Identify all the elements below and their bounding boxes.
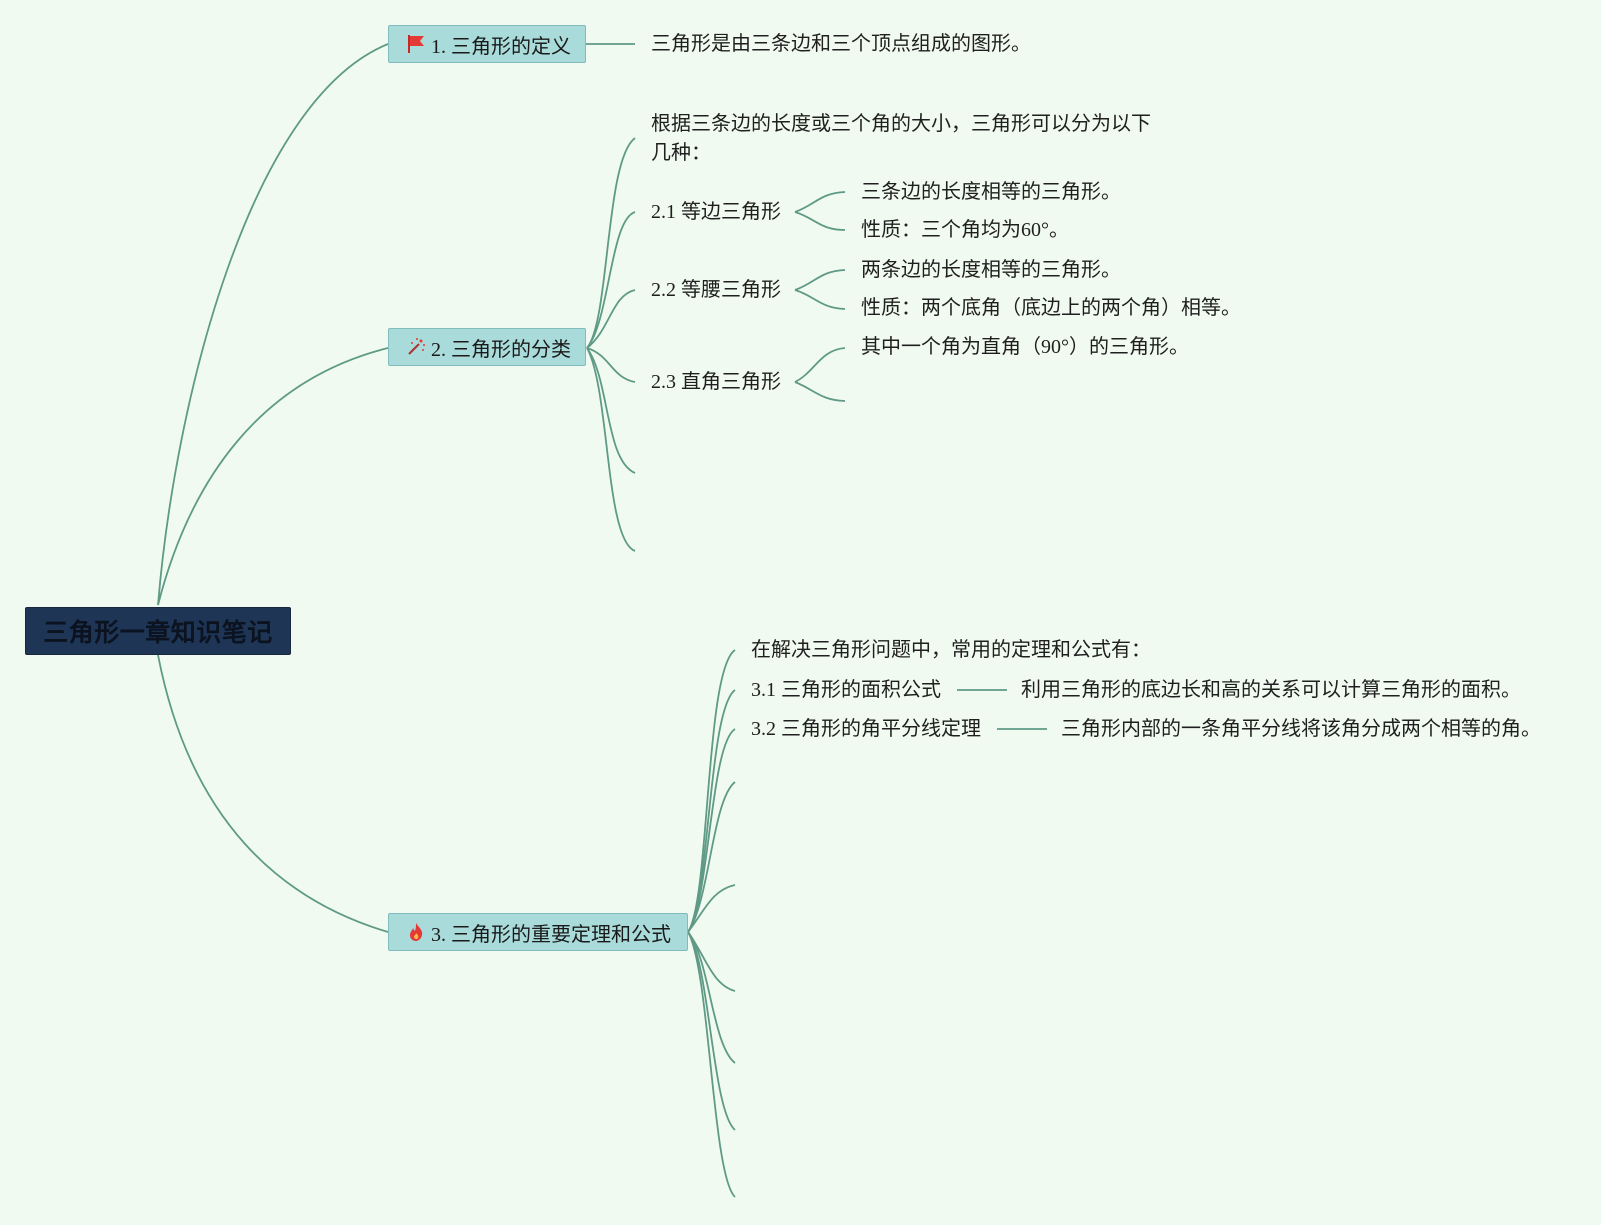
- link-topic2-intro: [586, 137, 636, 349]
- link-root-topic3: [157, 654, 389, 933]
- subtopic-equilateral[interactable]: 2.1 等边三角形: [651, 201, 781, 223]
- isosceles-detail-2[interactable]: 性质：两个底角（底边上的两个角）相等。: [861, 297, 1241, 319]
- topic-theorems[interactable]: 3. 三角形的重要定理和公式: [388, 913, 688, 951]
- link-topic3-3-2: [687, 728, 736, 933]
- link-2-1-detail-2: [794, 211, 846, 231]
- isosceles-detail-1[interactable]: 两条边的长度相等的三角形。: [861, 259, 1121, 281]
- link-topic2-2-1: [586, 211, 636, 349]
- right-detail-1[interactable]: 其中一个角为直角（90°）的三角形。: [861, 336, 1189, 358]
- link-root-topic2: [157, 347, 389, 606]
- link-topic2-2-3: [586, 347, 636, 383]
- red-flag-icon: [405, 33, 427, 55]
- equilateral-detail-1[interactable]: 三条边的长度相等的三角形。: [861, 181, 1121, 203]
- link-topic2-empty-1: [586, 347, 636, 474]
- angle-bisector-detail[interactable]: 三角形内部的一条角平分线将该角分成两个相等的角。: [1061, 718, 1541, 740]
- root-node[interactable]: 三角形一章知识笔记: [25, 607, 291, 655]
- classification-intro[interactable]: 根据三条边的长度或三个角的大小，三角形可以分为以下几种：: [651, 113, 1151, 164]
- link-topic2-empty-2: [586, 347, 636, 552]
- link-topic2-2-2: [586, 289, 636, 349]
- topic-classification[interactable]: 2. 三角形的分类: [388, 328, 586, 366]
- link-topic3-empty-6: [687, 931, 736, 1198]
- link-2-3-detail-1: [794, 347, 846, 383]
- topic-label: 3. 三角形的重要定理和公式: [431, 923, 671, 946]
- link-topic3-empty-3: [687, 931, 736, 992]
- topic-label: 2. 三角形的分类: [431, 338, 571, 361]
- link-topic3-empty-4: [687, 931, 736, 1064]
- link-topic3-empty-5: [687, 931, 736, 1131]
- link-topic3-empty-2: [687, 884, 736, 933]
- link-2-1-detail-1: [794, 191, 846, 213]
- fire-icon: [405, 921, 427, 943]
- topic-definition[interactable]: 1. 三角形的定义: [388, 25, 586, 63]
- theorems-intro[interactable]: 在解决三角形问题中，常用的定理和公式有：: [751, 639, 1151, 661]
- link-2-3-detail-2: [794, 381, 846, 402]
- link-2-2-detail-1: [794, 269, 846, 291]
- link-2-2-detail-2: [794, 289, 846, 310]
- topic-label: 1. 三角形的定义: [431, 35, 571, 58]
- link-root-topic1: [157, 43, 389, 606]
- subtopic-isosceles[interactable]: 2.2 等腰三角形: [651, 279, 781, 301]
- subtopic-right[interactable]: 2.3 直角三角形: [651, 371, 781, 393]
- root-title: 三角形一章知识笔记: [43, 618, 273, 647]
- subtopic-angle-bisector[interactable]: 3.2 三角形的角平分线定理: [751, 718, 981, 740]
- area-formula-detail[interactable]: 利用三角形的底边长和高的关系可以计算三角形的面积。: [1021, 679, 1521, 701]
- definition-text[interactable]: 三角形是由三条边和三个顶点组成的图形。: [651, 33, 1031, 55]
- equilateral-detail-2[interactable]: 性质：三个角均为60°。: [861, 219, 1069, 241]
- subtopic-area-formula[interactable]: 3.1 三角形的面积公式: [751, 679, 941, 701]
- magic-wand-icon: [405, 336, 427, 358]
- link-topic3-empty-1: [687, 781, 736, 933]
